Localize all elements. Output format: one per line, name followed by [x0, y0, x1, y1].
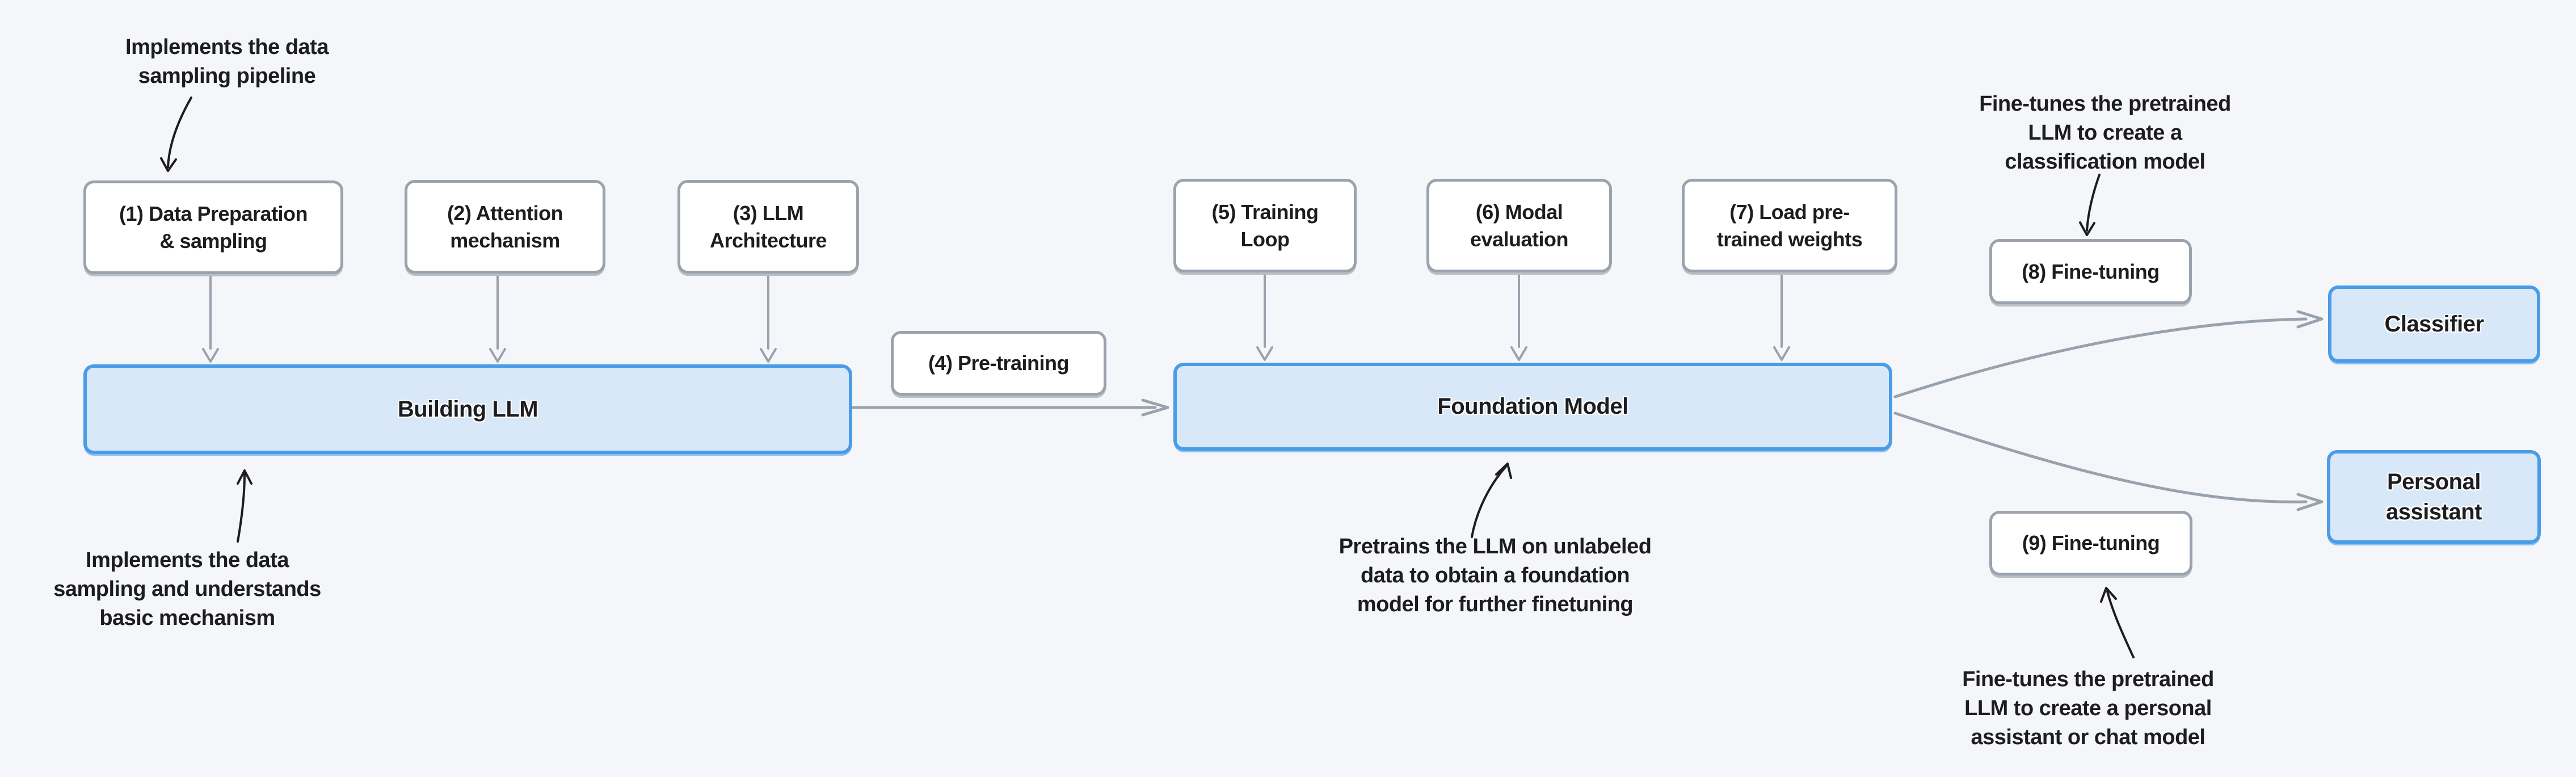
step-box-fine-tuning-8: (8) Fine-tuning — [1989, 239, 2192, 304]
arrow-step2-to-building-llm — [489, 275, 506, 363]
step-box-training-loop: (5) Training Loop — [1173, 179, 1357, 272]
step-box-data-preparation: (1) Data Preparation & sampling — [83, 180, 343, 274]
annotation-sampling-mechanism: Implements the data sampling and underst… — [53, 548, 321, 630]
step-label: (2) Attention mechanism — [447, 201, 563, 252]
step-label: (3) LLM Architecture — [709, 201, 827, 252]
stage-box-classifier: Classifier — [2328, 285, 2540, 363]
arrow-note-to-building-llm — [237, 469, 252, 543]
arrow-step3-to-building-llm — [760, 275, 777, 363]
stage-box-personal-assistant: Personal assistant — [2327, 450, 2541, 544]
step-label: (4) Pre-training — [928, 351, 1070, 375]
arrow-note-to-foundation-model — [1471, 463, 1512, 538]
arrow-foundation-model-to-personal-assistant — [1893, 411, 2324, 511]
arrow-step5-to-foundation-model — [1256, 274, 1273, 361]
annotation-finetune-classifier: Fine-tunes the pretrained LLM to create … — [1979, 92, 2231, 174]
arrow-note-to-step9 — [2100, 587, 2135, 658]
stage-label: Foundation Model — [1437, 394, 1628, 419]
stage-label: Building LLM — [397, 396, 538, 422]
stage-box-building-llm: Building LLM — [83, 364, 852, 454]
arrow-foundation-model-to-classifier — [1893, 310, 2324, 398]
step-label: (1) Data Preparation & sampling — [119, 201, 308, 253]
arrow-note-to-step1 — [160, 96, 192, 172]
step-box-attention-mechanism: (2) Attention mechanism — [405, 180, 605, 274]
step-label: (9) Fine-tuning — [2022, 531, 2160, 555]
step-box-pre-training: (4) Pre-training — [891, 331, 1106, 396]
arrow-building-llm-to-foundation-model — [852, 398, 1169, 417]
step-label: (5) Training Loop — [1211, 200, 1319, 251]
step-label: (6) Modal evaluation — [1470, 200, 1569, 251]
annotation-pretraining: Pretrains the LLM on unlabeled data to o… — [1338, 535, 1652, 616]
step-box-load-pretrained-weights: (7) Load pre- trained weights — [1682, 179, 1897, 272]
step-box-modal-evaluation: (6) Modal evaluation — [1426, 179, 1612, 272]
annotation-finetune-assistant: Fine-tunes the pretrained LLM to create … — [1962, 667, 2214, 749]
arrow-step6-to-foundation-model — [1510, 274, 1527, 361]
arrow-step1-to-building-llm — [202, 275, 219, 363]
annotation-sampling-pipeline: Implements the data sampling pipeline — [125, 35, 329, 88]
arrow-step7-to-foundation-model — [1773, 274, 1790, 361]
arrow-note-to-step8 — [2079, 174, 2101, 236]
step-box-fine-tuning-9: (9) Fine-tuning — [1989, 511, 2192, 576]
step-box-llm-architecture: (3) LLM Architecture — [677, 180, 859, 274]
step-label: (7) Load pre- trained weights — [1716, 200, 1863, 251]
stage-label: Personal assistant — [2386, 469, 2482, 524]
step-label: (8) Fine-tuning — [2022, 259, 2160, 283]
stage-box-foundation-model: Foundation Model — [1173, 363, 1892, 451]
stage-label: Classifier — [2384, 311, 2484, 337]
